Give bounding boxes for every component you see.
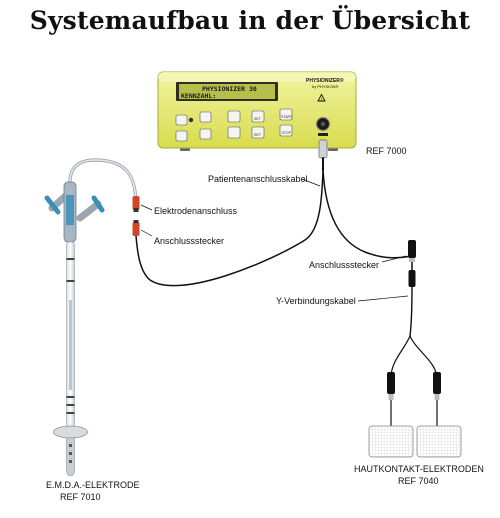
device-display — [179, 84, 275, 99]
patient-cable-right — [322, 169, 413, 259]
connector-plug-right — [408, 240, 416, 258]
device-key-down[interactable] — [227, 126, 241, 139]
device-key-up[interactable] — [227, 110, 241, 123]
pad-plug-left — [387, 372, 395, 394]
skin-name: HAUTKONTAKT-ELEKTRODEN — [354, 464, 484, 474]
device-key-2[interactable] — [199, 111, 212, 123]
device-top-edge — [158, 72, 356, 82]
y-cable-branch-left — [390, 335, 411, 377]
emda-ref: REF 7010 — [60, 492, 101, 502]
catheter-port-right-cap — [91, 195, 105, 213]
connector-band-2 — [133, 220, 139, 223]
catheter-lead-tube — [68, 158, 138, 208]
emda-electrode: E.M.D.A.-ELEKTRODE REF 7010 — [44, 181, 140, 502]
device-key-ret-label: RET — [254, 133, 262, 137]
y-cable-socket — [408, 270, 416, 287]
label-connector-plug-left: Anschlussstecker — [154, 236, 224, 246]
socket-center-icon — [320, 121, 326, 127]
pad-plug-right — [433, 372, 441, 394]
catheter-port-right — [76, 200, 102, 222]
device-brand-sub: by PHYSION® — [312, 84, 338, 89]
leader-connector-plug-left — [140, 229, 153, 237]
device-key-set[interactable] — [251, 110, 265, 123]
catheter-ring-markers — [66, 258, 75, 414]
device-ref: REF 7000 — [366, 146, 407, 156]
label-connector-plug-right: Anschlussstecker — [309, 260, 379, 270]
leader-y-cable — [357, 295, 409, 302]
device-key-start[interactable] — [279, 108, 293, 121]
device-key-start-label: START — [281, 115, 293, 119]
display-line-2: KENNZAHL: — [181, 92, 216, 100]
warning-icon: ! — [317, 93, 326, 102]
catheter-port-left-cap — [44, 195, 61, 215]
svg-text:!: ! — [321, 96, 322, 101]
diagram-title: Systemaufbau in der Übersicht — [29, 6, 471, 35]
pad-plug-left-tip — [388, 394, 394, 400]
physionizer-device: PHYSIONIZER 30 KENNZAHL: PHYSIONIZER® by… — [157, 71, 407, 156]
catheter-lead-highlight — [69, 159, 137, 207]
pad-plug-right-tip — [434, 394, 440, 400]
label-patient-cable: Patientenanschlusskabel — [208, 174, 308, 184]
display-line-1: PHYSIONIZER 30 — [202, 85, 257, 93]
skin-electrodes: HAUTKONTAKT-ELEKTRODEN REF 7040 — [354, 372, 484, 486]
callouts: Patientenanschlusskabel Elektrodenanschl… — [140, 174, 409, 306]
red-connectors — [132, 196, 140, 236]
right-connector — [408, 240, 416, 287]
device-key-6[interactable] — [175, 130, 188, 142]
skin-pad-right — [416, 425, 462, 458]
keypad: SET START RET STOP — [175, 108, 293, 142]
device-key-stop-label: STOP — [282, 131, 292, 135]
socket-label-plate — [318, 133, 328, 136]
device-brand: PHYSIONIZER® — [306, 77, 344, 84]
skin-ref: REF 7040 — [398, 476, 439, 486]
emda-name: E.M.D.A.-ELEKTRODE — [46, 480, 140, 490]
device-key-1[interactable] — [175, 114, 188, 126]
leader-patient-cable — [301, 178, 321, 187]
device-key-set-label: SET — [254, 117, 262, 121]
leader-electrode-connector — [140, 204, 153, 211]
skin-pad-left — [368, 425, 414, 458]
label-y-cable: Y-Verbindungskabel — [276, 296, 356, 306]
y-cable-trunk — [409, 285, 413, 337]
device-key-ret[interactable] — [251, 126, 265, 139]
y-cable-branch-right — [409, 335, 438, 377]
leader-connector-plug-right — [381, 255, 407, 263]
device-plug — [318, 139, 328, 159]
device-key-stop[interactable] — [279, 124, 293, 137]
connector-band — [133, 208, 139, 212]
connector-plug-left — [132, 222, 140, 236]
catheter-tip-holes — [69, 444, 72, 463]
electrode-connector — [132, 196, 140, 210]
connector-plug-right-tip — [409, 258, 415, 262]
patient-cable-left — [135, 169, 324, 287]
catheter-balloon — [53, 425, 88, 439]
catheter-tip — [66, 437, 75, 477]
led-indicator-icon — [188, 117, 194, 123]
catheter-hub-core — [66, 195, 74, 225]
catheter-print-marking — [69, 300, 72, 390]
label-electrode-connector: Elektrodenanschluss — [154, 206, 238, 216]
device-key-7[interactable] — [199, 128, 212, 140]
